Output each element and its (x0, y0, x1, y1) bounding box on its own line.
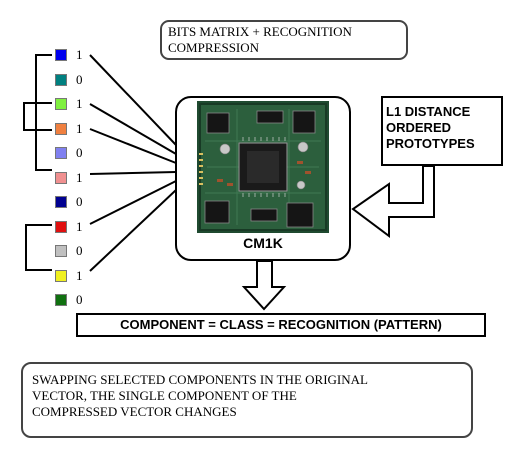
bit-color-swatch (55, 221, 67, 233)
output-class-text: COMPONENT = CLASS = RECOGNITION (PATTERN… (120, 317, 442, 332)
l1-distance-box (381, 96, 503, 166)
bit-color-swatch (55, 123, 67, 135)
title-text: BITS MATRIX + RECOGNITION COMPRESSION (168, 24, 352, 55)
output-class-box (76, 313, 486, 337)
bit-value: 1 (76, 219, 83, 234)
bit-value: 0 (76, 243, 83, 258)
bit-color-swatch (55, 245, 67, 257)
l1-distance-text: L1 DISTANCE ORDERED PROTOTYPES (386, 104, 475, 151)
caption-box (21, 362, 473, 438)
bit-value: 1 (76, 170, 83, 185)
bit-color-swatch (55, 294, 67, 306)
caption-text: SWAPPING SELECTED COMPONENTS IN THE ORIG… (32, 372, 368, 419)
bit-value: 1 (76, 268, 83, 283)
chip-label: CM1K (243, 235, 283, 251)
bit-color-swatch (55, 49, 67, 61)
bit-value: 0 (76, 72, 83, 87)
bit-color-swatch (55, 196, 67, 208)
bit-color-swatch (55, 74, 67, 86)
bit-value: 1 (76, 121, 83, 136)
bit-color-swatch (55, 98, 67, 110)
title-box (160, 20, 408, 60)
bit-value: 1 (76, 47, 83, 62)
bit-value: 0 (76, 145, 83, 160)
bit-value: 0 (76, 292, 83, 307)
cm1k-board-image (197, 101, 329, 233)
bit-value: 0 (76, 194, 83, 209)
bit-color-swatch (55, 270, 67, 282)
bit-value: 1 (76, 96, 83, 111)
bit-color-swatch (55, 172, 67, 184)
bit-color-swatch (55, 147, 67, 159)
